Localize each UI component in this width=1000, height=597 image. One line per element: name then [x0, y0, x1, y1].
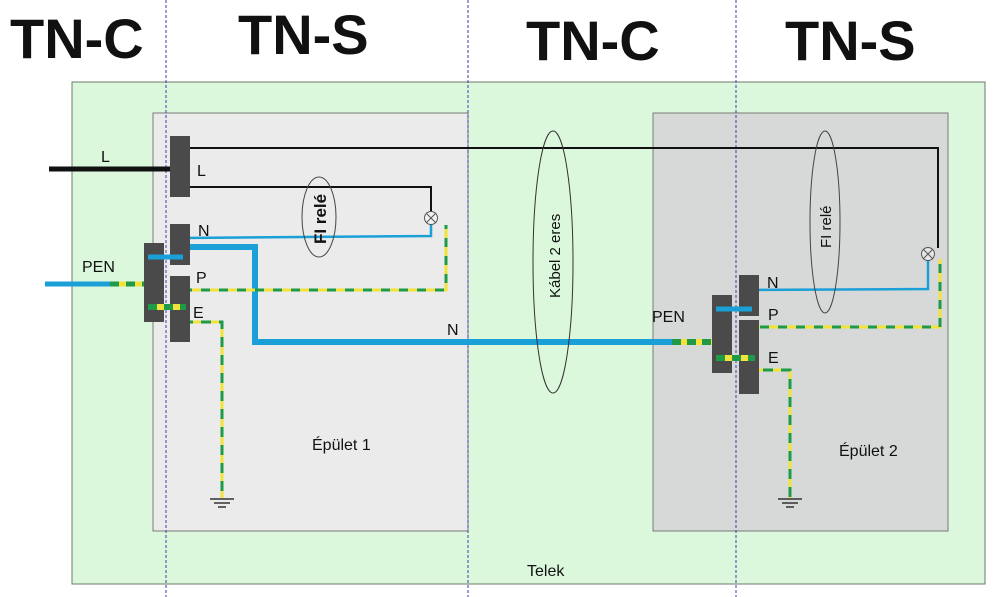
building-2-label: Épület 2 [839, 441, 898, 460]
cable-label: Kábel 2 eres [547, 214, 564, 298]
incoming-pen-label: PEN [82, 259, 115, 276]
plot-label: Telek [527, 563, 565, 580]
neutral-wire-to-lamp-1 [181, 224, 433, 240]
lamp-icon-2 [921, 247, 935, 261]
terminal-label-p-1: P [196, 270, 207, 287]
terminal-n-2 [739, 275, 759, 316]
rcd-ellipse-2 [809, 130, 841, 314]
neutral-wire-to-lamp-2 [749, 260, 930, 292]
zone-title-tn-s-right: TN-S [785, 9, 916, 72]
zone-title-tn-s-left: TN-S [238, 3, 369, 66]
earth-wire-1-g [183, 320, 224, 498]
pen-label-2: PEN [652, 309, 685, 326]
rcd-label-1: FI relé [311, 194, 330, 244]
earth-wire-2-g [745, 368, 792, 498]
building-1-label: Épület 1 [312, 435, 371, 454]
phase-wire-to-lamp-1 [184, 186, 432, 212]
building-2 [652, 112, 949, 532]
zone-title-tn-c-mid: TN-C [526, 9, 660, 72]
terminal-label-l-1: L [197, 163, 206, 180]
incoming-phase-label: L [101, 149, 110, 166]
terminal-pen-2 [712, 295, 732, 373]
terminal-label-e-1: E [193, 305, 204, 322]
ground-icon-2 [778, 498, 802, 508]
zone-title-tn-c-left: TN-C [10, 7, 144, 70]
terminal-pen-1 [144, 243, 164, 322]
rcd-label-2: FI relé [818, 205, 835, 248]
terminal-label-e-2: E [768, 350, 779, 367]
terminal-l-1 [170, 136, 190, 197]
rcd-ellipse-1 [301, 176, 337, 258]
terminal-label-n-1: N [198, 223, 210, 240]
terminal-label-p-2: P [768, 307, 779, 324]
neutral-cable-to-building-2 [182, 244, 712, 345]
terminal-label-n-2: N [767, 275, 779, 292]
ground-icon-1 [210, 498, 234, 508]
cable-neutral-label: N [447, 322, 459, 339]
phase-wire-to-building-2 [190, 147, 939, 248]
pe-wire-to-lamp-1-g [183, 225, 448, 292]
lamp-icon-1 [424, 211, 438, 225]
cable-ellipse [532, 130, 574, 394]
pe-wire-to-lamp-2-g [742, 259, 942, 329]
